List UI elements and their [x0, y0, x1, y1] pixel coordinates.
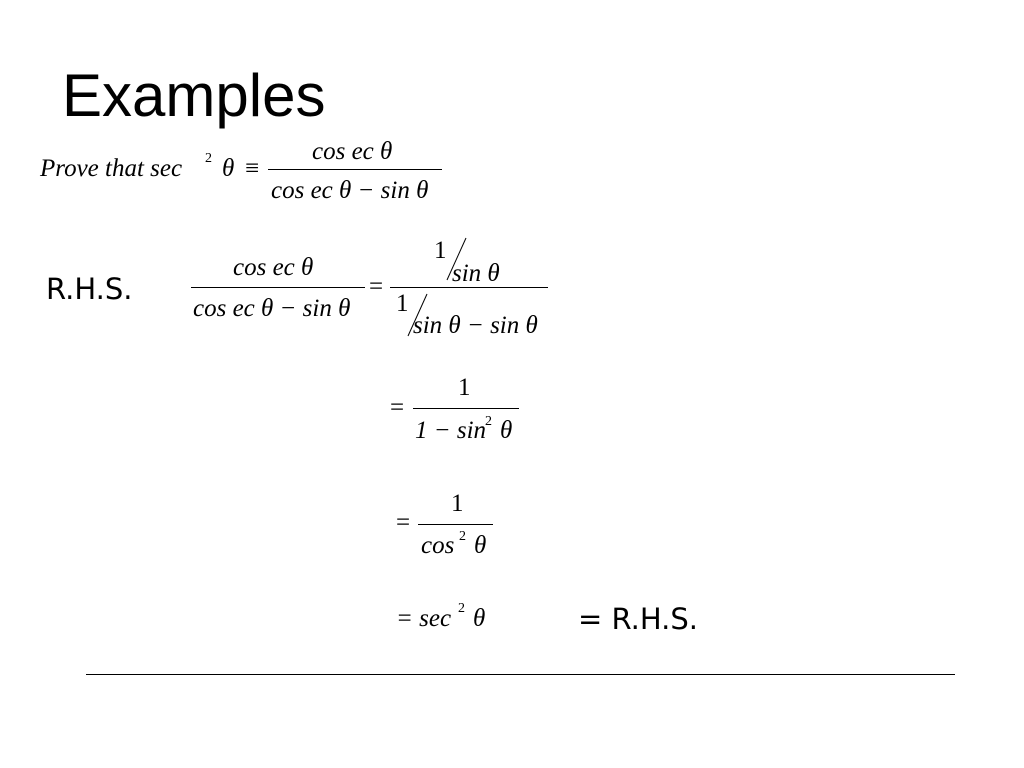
step3-numerator: 1 — [451, 490, 464, 517]
step1-top-one: 1 — [434, 237, 447, 264]
step2-equals: = — [390, 394, 405, 421]
step1-numerator: cos ec θ — [233, 254, 314, 281]
statement-numerator: cos ec θ — [312, 138, 393, 165]
step1-fraction-bar — [191, 287, 365, 288]
statement-prefix: Prove that sec — [40, 155, 183, 182]
step2-denominator-a: 1 − sin — [415, 417, 487, 444]
step1-bottom-expr: sin θ − sin θ — [413, 312, 538, 339]
conclusion-label: = R.H.S. — [578, 602, 698, 636]
statement-exponent: 2 — [205, 151, 212, 166]
bottom-separator-line — [86, 674, 955, 675]
step1-bottom-one: 1 — [396, 290, 409, 317]
step1-equals: = — [369, 273, 384, 300]
step1-main-bar — [390, 287, 548, 288]
statement-denominator: cos ec θ − sin θ — [271, 177, 429, 204]
step3-equals: = — [396, 509, 411, 536]
step1-top-sin: sin θ — [452, 260, 500, 287]
statement-fraction-bar — [268, 169, 442, 170]
step4-expression: = sec — [396, 605, 452, 632]
step2-numerator: 1 — [458, 374, 471, 401]
step3-fraction-bar — [418, 524, 493, 525]
step4-exponent: 2 — [458, 601, 465, 616]
step2-exponent: 2 — [485, 414, 492, 429]
step4-theta: θ — [473, 605, 486, 632]
rhs-label: R.H.S. — [46, 272, 133, 306]
slide-title: Examples — [62, 62, 326, 129]
step3-denominator-a: cos — [421, 532, 455, 559]
step2-denominator-b: θ — [500, 417, 513, 444]
step3-denominator-b: θ — [474, 532, 487, 559]
statement-theta: θ — [222, 155, 235, 182]
step3-exponent: 2 — [459, 529, 466, 544]
step1-denominator: cos ec θ − sin θ — [193, 295, 351, 322]
equiv-symbol: ≡ — [245, 155, 260, 182]
step2-fraction-bar — [413, 408, 519, 409]
